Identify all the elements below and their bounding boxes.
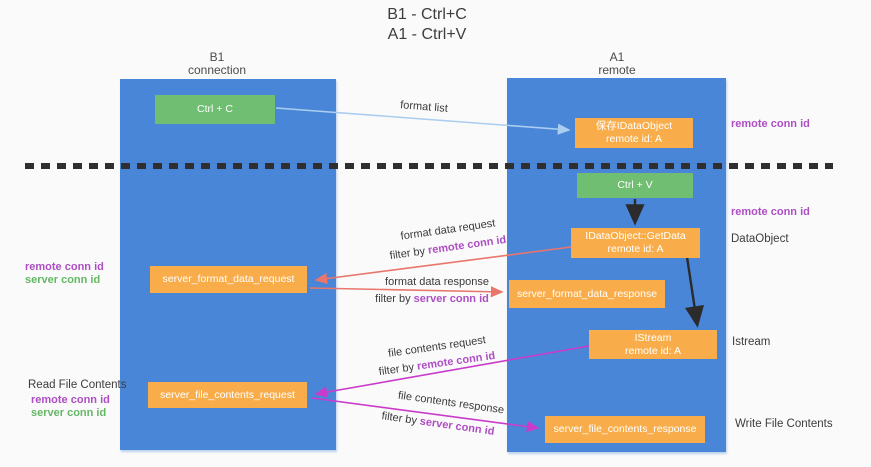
title-line-1: B1 - Ctrl+C: [387, 6, 467, 23]
file-contents-response-filter-label: filter by server conn id: [381, 410, 495, 438]
server-format-data-request-label: server_format_data_request: [162, 273, 295, 285]
filter-by-text: filter by: [375, 293, 414, 305]
save-dataobject-line1: 保存IDataObject: [595, 120, 673, 132]
server-format-data-response-box: server_format_data_response: [509, 280, 665, 308]
write-file-contents-label: Write File Contents: [735, 418, 833, 430]
left-server-conn-id-top-label: server conn id: [25, 274, 101, 286]
ctrl-c-label: Ctrl + C: [197, 103, 233, 115]
right-remote-conn-id-mid-label: remote conn id: [731, 206, 810, 218]
istream-line2: remote id: A: [624, 344, 682, 357]
lane-header-b1: B1 connection: [188, 51, 246, 77]
title-line-2: A1 - Ctrl+V: [387, 26, 467, 43]
left-remote-conn-id-top-label: remote conn id: [25, 261, 104, 273]
server-file-contents-response-label: server_file_contents_response: [553, 423, 697, 435]
lane-header-a1: A1 remote: [598, 51, 635, 77]
getdata-line1: IDataObject::GetData: [585, 230, 686, 242]
lane-b1-title: B1: [209, 50, 225, 64]
diagram-title: B1 - Ctrl+C A1 - Ctrl+V: [387, 5, 467, 45]
getdata-line2: remote id: A: [607, 243, 664, 255]
format-data-response-filter-label: filter by server conn id: [375, 293, 489, 305]
format-data-response-label: format data response: [385, 276, 489, 288]
lane-a1-title: A1: [609, 50, 625, 64]
filter-by-text: filter by: [378, 360, 418, 379]
filter-by-text: filter by: [389, 244, 429, 263]
ctrl-c-box: Ctrl + C: [155, 95, 275, 124]
server-file-contents-response-box: server_file_contents_response: [545, 416, 705, 443]
istream-line1: IStream: [634, 331, 672, 344]
lane-a1-subtitle: remote: [598, 63, 636, 77]
istream-box: IStream remote id: A: [589, 330, 717, 359]
server-format-data-response-label: server_format_data_response: [516, 287, 658, 300]
remote-conn-id-key: remote conn id: [427, 233, 507, 257]
server-conn-id-key: server conn id: [413, 293, 489, 305]
ctrl-v-box: Ctrl + V: [577, 173, 693, 198]
save-dataobject-line2: remote id: A: [605, 133, 663, 145]
server-file-contents-request-box: server_file_contents_request: [148, 382, 307, 408]
server-format-data-request-box: server_format_data_request: [150, 266, 307, 293]
server-file-contents-request-label: server_file_contents_request: [160, 388, 295, 401]
ctrl-v-label: Ctrl + V: [617, 179, 653, 191]
file-contents-response-label: file contents response: [397, 389, 505, 417]
read-file-contents-label: Read File Contents: [28, 379, 127, 391]
save-dataobject-box: 保存IDataObject remote id: A: [575, 118, 693, 148]
arrow-format-data-response: [309, 286, 504, 298]
right-remote-conn-id-top-label: remote conn id: [731, 118, 810, 130]
getdata-box: IDataObject::GetData remote id: A: [571, 228, 700, 258]
left-server-conn-id-bottom-label: server conn id: [31, 407, 107, 419]
format-list-label: format list: [399, 99, 449, 115]
istream-side-label: Istream: [732, 336, 771, 348]
filter-by-text: filter by: [380, 410, 421, 428]
left-remote-conn-id-bottom-label: remote conn id: [31, 394, 110, 406]
dataobject-label: DataObject: [731, 233, 789, 245]
lane-b1-subtitle: connection: [187, 63, 247, 77]
server-conn-id-key: server conn id: [418, 415, 496, 438]
